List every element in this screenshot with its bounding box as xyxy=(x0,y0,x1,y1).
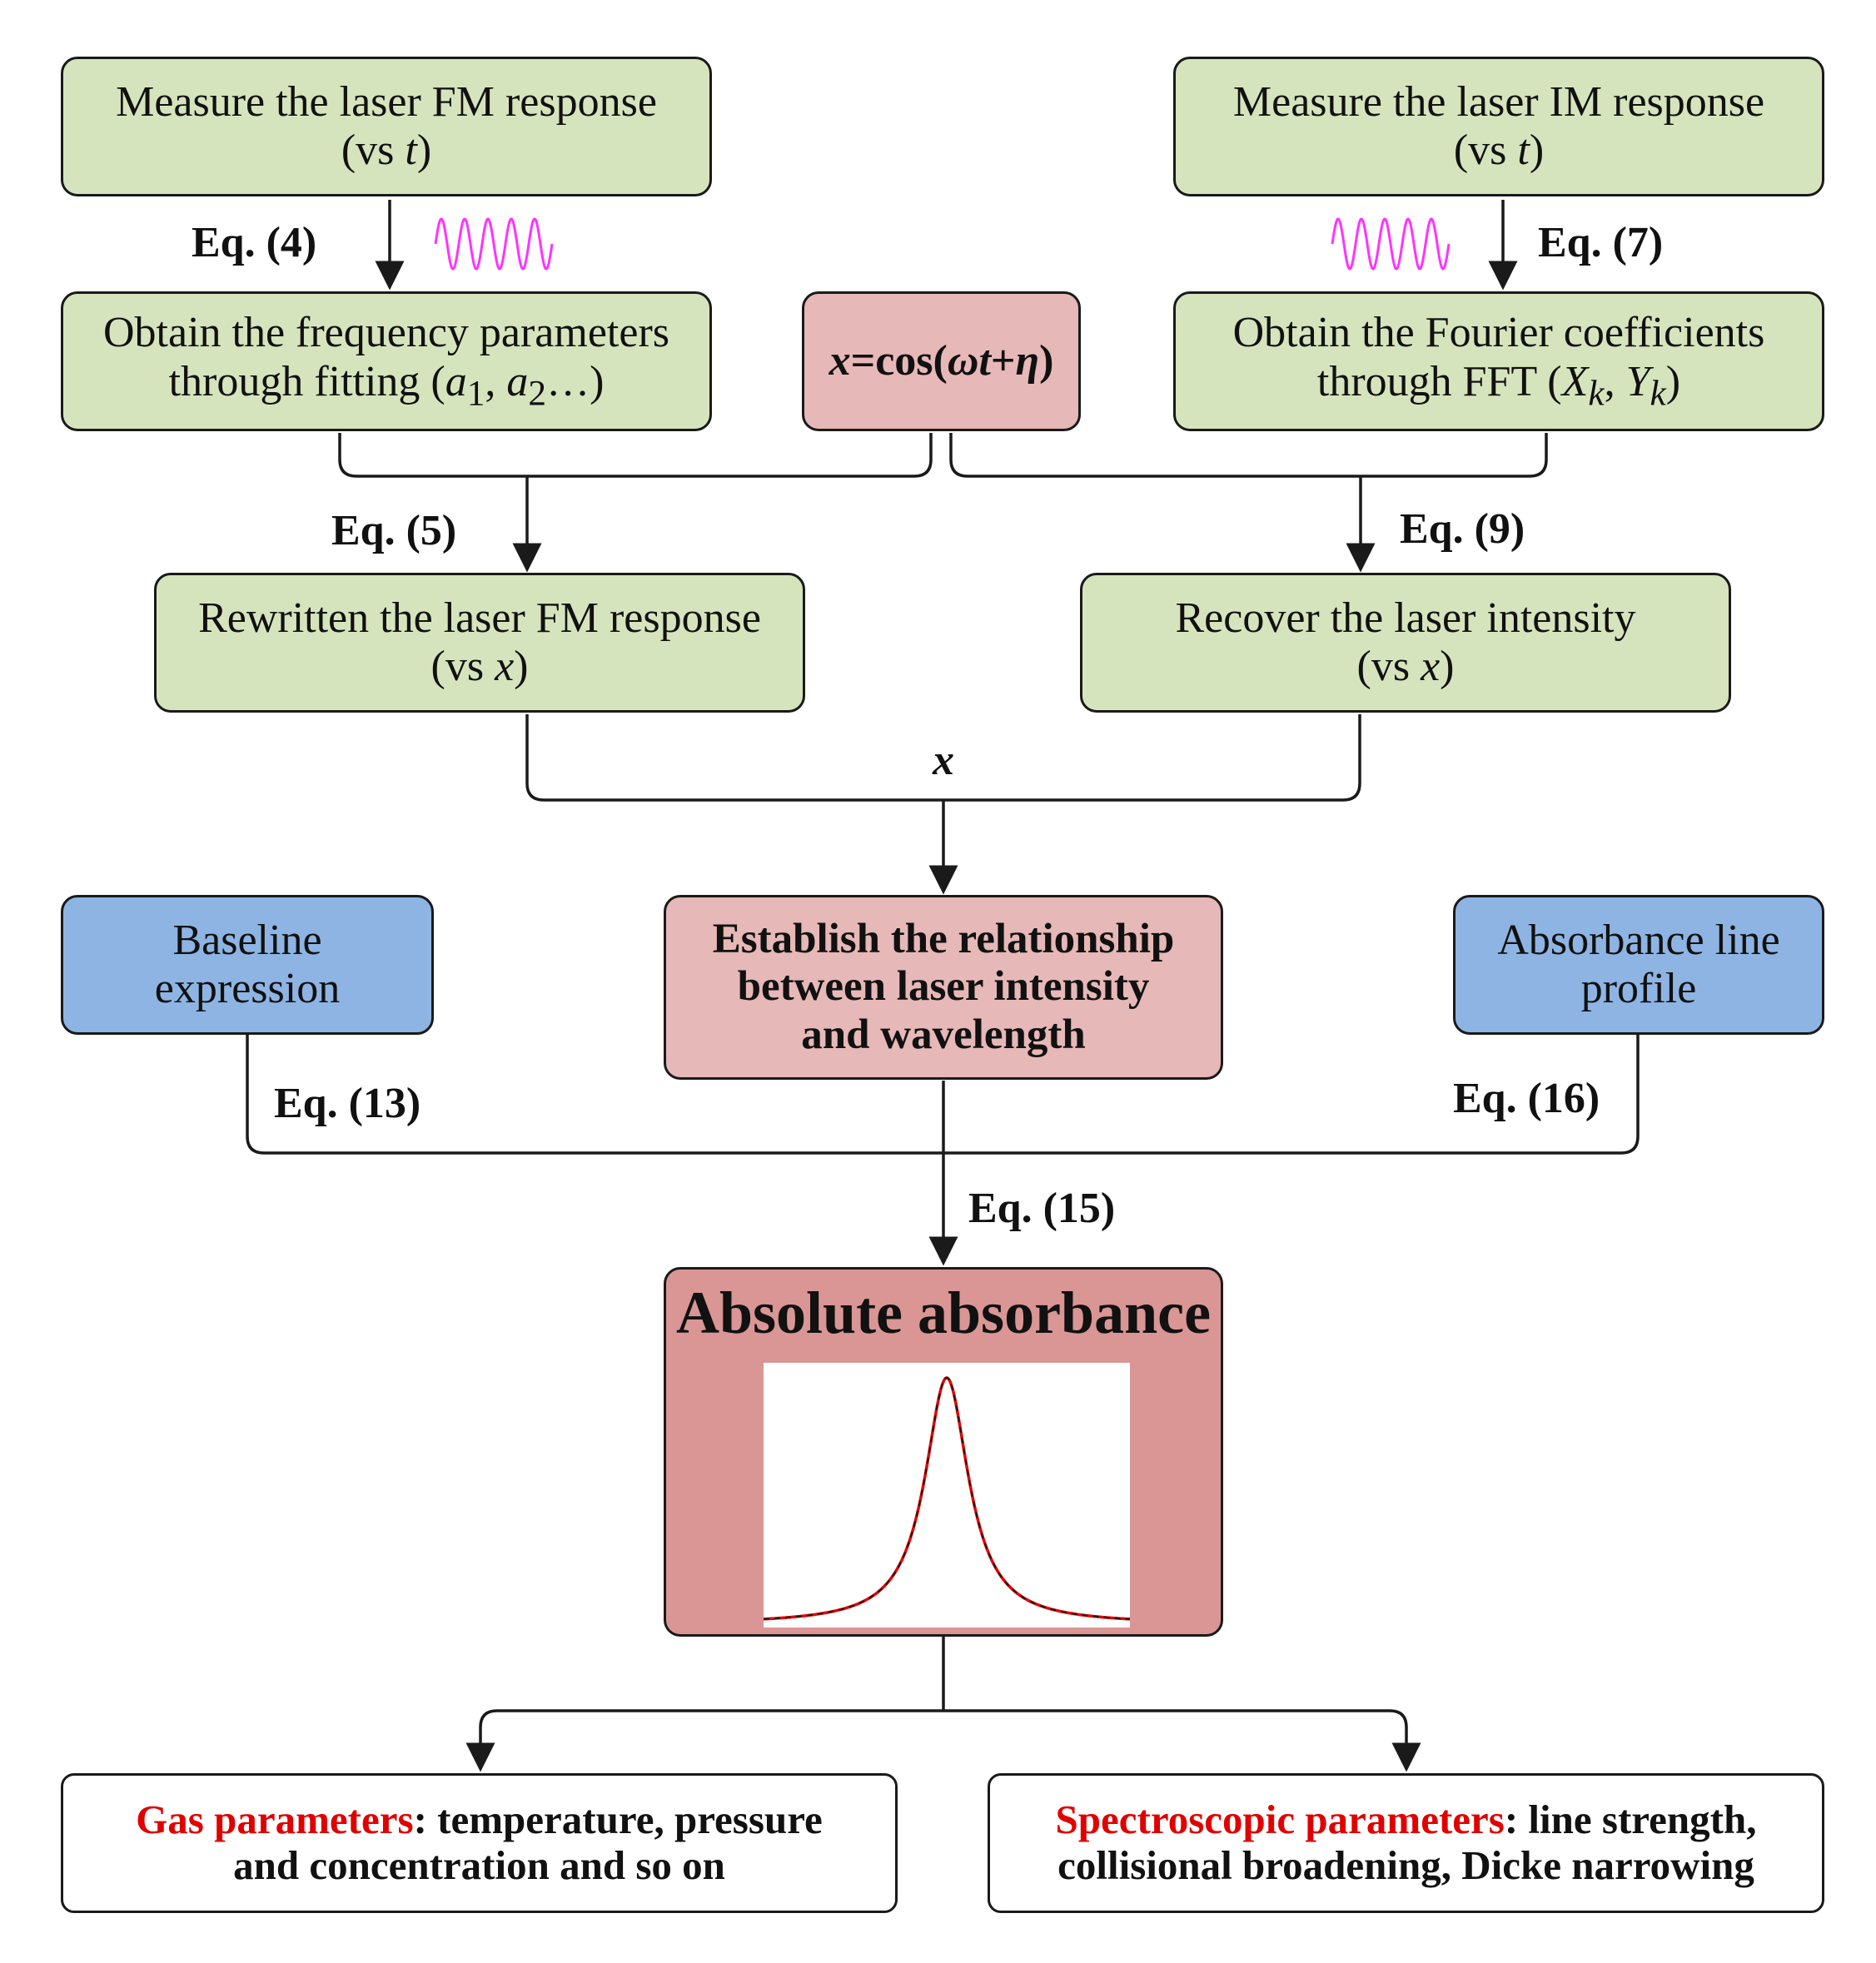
node-absolute-absorbance: Absolute absorbance xyxy=(664,1267,1223,1637)
node-text: Obtain the Fourier coefficients xyxy=(1232,309,1765,357)
label-eq7: Eq. (7) xyxy=(1538,219,1664,266)
node-text: Recover the laser intensity xyxy=(1175,594,1636,642)
arrow-to-spectro xyxy=(943,1709,1421,1772)
node-text: Gas parameters: temperature, pressure xyxy=(136,1797,823,1843)
label-eq5: Eq. (5) xyxy=(331,507,457,554)
arrow-to-gas xyxy=(465,1709,943,1772)
label-eq13: Eq. (13) xyxy=(274,1080,421,1127)
node-text: Rewritten the laser FM response xyxy=(198,594,761,642)
label-eq9: Eq. (9) xyxy=(1400,505,1525,553)
node-text: and concentration and so on xyxy=(233,1842,725,1888)
node-measure-fm: Measure the laser FM response (vs t) xyxy=(61,57,712,196)
node-text: Measure the laser FM response xyxy=(116,77,657,126)
node-fourier-coefficients: Obtain the Fourier coefficients through … xyxy=(1173,291,1824,431)
label-eq4: Eq. (4) xyxy=(192,219,317,266)
node-frequency-parameters: Obtain the frequency parameters through … xyxy=(61,291,712,431)
bracket-left xyxy=(338,433,933,478)
node-text: (vs t) xyxy=(1453,127,1545,174)
label-eq15: Eq. (15) xyxy=(968,1185,1116,1232)
lorentzian-peak-icon xyxy=(763,1376,1131,1621)
node-text: and wavelength xyxy=(801,1011,1086,1058)
peak-curve-dashed xyxy=(763,1376,1131,1620)
node-text: (vs t) xyxy=(341,127,432,174)
node-text: through fitting (a1, a2…) xyxy=(168,357,605,414)
node-baseline: Baseline expression xyxy=(61,895,434,1035)
node-text: Establish the relationship xyxy=(712,916,1175,963)
sine-wave-icon xyxy=(434,217,554,271)
x-equation: x=cos(ωt+η) xyxy=(829,336,1054,385)
node-recover-intensity: Recover the laser intensity (vs x) xyxy=(1080,573,1731,713)
node-text: between laser intensity xyxy=(737,963,1150,1011)
absolute-absorbance-title: Absolute absorbance xyxy=(675,1280,1212,1346)
bracket-right xyxy=(949,433,1548,478)
node-text: Baseline xyxy=(172,916,322,964)
node-x-definition: x=cos(ωt+η) xyxy=(802,291,1081,431)
peak-curve xyxy=(763,1376,1131,1621)
node-line-profile: Absorbance line profile xyxy=(1453,895,1824,1035)
label-x: x xyxy=(933,737,954,784)
label-eq16: Eq. (16) xyxy=(1453,1075,1600,1122)
sine-wave-icon xyxy=(1331,217,1451,271)
node-text: Obtain the frequency parameters xyxy=(102,309,669,357)
node-text: Absorbance line xyxy=(1497,916,1780,964)
node-text: Measure the laser IM response xyxy=(1232,77,1765,126)
node-text: Spectroscopic parameters: line strength, xyxy=(1055,1797,1757,1843)
node-text: (vs x) xyxy=(430,643,529,690)
node-establish-relationship: Establish the relationship between laser… xyxy=(664,895,1223,1080)
node-fm-rewrite: Rewritten the laser FM response (vs x) xyxy=(154,573,805,713)
node-text: (vs x) xyxy=(1356,643,1455,690)
node-text: collisional broadening, Dicke narrowing xyxy=(1057,1842,1754,1888)
node-measure-im: Measure the laser IM response (vs t) xyxy=(1173,57,1824,196)
node-text: expression xyxy=(154,965,341,1012)
node-text: through FFT (Xk, Yk) xyxy=(1316,357,1681,414)
node-spectroscopic-parameters: Spectroscopic parameters: line strength,… xyxy=(988,1773,1824,1913)
node-text: profile xyxy=(1580,965,1697,1012)
node-gas-parameters: Gas parameters: temperature, pressure an… xyxy=(61,1773,898,1913)
absorbance-plot xyxy=(763,1363,1131,1628)
